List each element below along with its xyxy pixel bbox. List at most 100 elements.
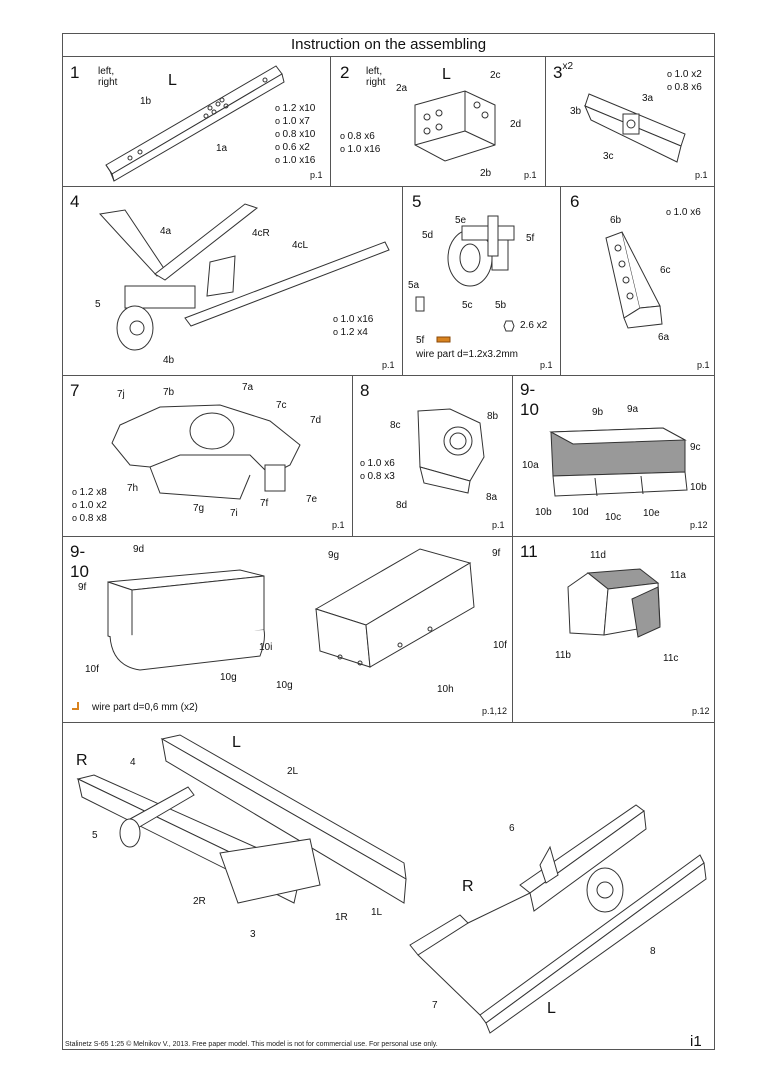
hood-drawing <box>567 568 661 638</box>
parts-list: 1.2 x8 1.0 x2 0.8 x8 <box>72 486 107 525</box>
part-qty: 0.8 x10 <box>275 128 316 141</box>
side-letter: L <box>547 1000 556 1017</box>
part-label: 5b <box>495 300 507 311</box>
frame-rail-drawing <box>105 65 285 182</box>
hex-nut-icon <box>503 320 515 332</box>
part-qty: 1.2 x4 <box>333 326 373 339</box>
part-label: 2c <box>490 70 501 81</box>
row-divider <box>62 375 715 376</box>
wire-part-icon <box>72 702 79 710</box>
page-title: Instruction on the assembling <box>62 33 715 57</box>
part-label: 10c <box>605 512 622 523</box>
step-number: 11 <box>520 542 538 561</box>
part-label: 2b <box>480 168 492 179</box>
part-label: 7e <box>306 494 318 505</box>
part-label: 9a <box>627 404 639 415</box>
page-ref: p.1 <box>697 360 710 370</box>
part-label: 4cR <box>252 228 270 239</box>
part-label: 10b <box>535 507 552 518</box>
step-subtitle: left, right <box>98 66 118 88</box>
page-ref: p.1 <box>524 170 537 180</box>
part-label: 9f <box>78 582 87 593</box>
part-label: 9g <box>328 550 340 561</box>
step-number: 5 <box>412 192 422 211</box>
part-qty: 0.8 x6 <box>667 81 702 94</box>
frame-right-assembly-drawing <box>409 804 707 1034</box>
part-qty: 1.0 x6 <box>666 206 701 219</box>
step-number: 6 <box>570 192 580 211</box>
step-number: 9-10 <box>520 380 539 419</box>
part-label: 11b <box>555 650 571 661</box>
step-number: 3x2 <box>553 61 574 82</box>
part-qty: 1.0 x16 <box>340 143 381 156</box>
part-label: 10i <box>259 642 273 653</box>
part-label: 10g <box>220 672 237 683</box>
part-label: 7d <box>310 415 322 426</box>
part-label: 7 <box>432 1000 438 1011</box>
part-label: 7i <box>230 508 238 519</box>
part-label: 5 <box>95 299 101 310</box>
step-subtitle: left, right <box>366 66 386 88</box>
step-number: 7 <box>70 381 80 400</box>
part-label: 10f <box>85 664 99 675</box>
part-qty: 0.8 x8 <box>72 512 107 525</box>
part-label: 6c <box>660 265 671 276</box>
part-label: 4a <box>160 226 172 237</box>
part-label: 6a <box>658 332 670 343</box>
part-label: 10a <box>522 460 539 471</box>
col-divider <box>352 375 353 536</box>
frame-cross-member-drawing <box>111 404 301 500</box>
part-label: 2L <box>287 766 299 777</box>
part-label: 9c <box>690 442 701 453</box>
col-divider <box>512 375 513 536</box>
part-label: 1R <box>335 912 348 923</box>
part-label: 11a <box>670 570 686 581</box>
part-label: 4 <box>130 757 136 768</box>
part-label: 5a <box>408 280 420 291</box>
tank-drawing <box>549 427 688 497</box>
part-label: 6b <box>610 215 622 226</box>
step-number: 8 <box>360 381 370 400</box>
tank-right-drawing <box>314 548 475 668</box>
part-label: 11c <box>663 653 679 664</box>
part-label: 7b <box>163 387 175 398</box>
wire-part-label: 5f <box>416 335 425 346</box>
mount-plate-drawing <box>417 408 485 494</box>
side-letter: L <box>442 66 451 83</box>
wire-part-icon <box>436 336 451 343</box>
step-number: 9-10 <box>70 542 89 581</box>
part-qty: 1.2 x10 <box>275 102 316 115</box>
part-qty: 1.0 x2 <box>72 499 107 512</box>
page-ref: p.1 <box>382 360 395 370</box>
parts-list: 1.0 x16 1.2 x4 <box>333 313 374 339</box>
row-divider <box>62 186 715 187</box>
parts-list: 1.0 x2 0.8 x6 <box>667 68 702 94</box>
part-qty: 0.8 x6 <box>340 130 380 143</box>
page-ref: p.1 <box>695 170 708 180</box>
part-label: 3c <box>603 151 614 162</box>
part-label: 9d <box>133 544 145 555</box>
part-label: 1a <box>216 143 228 154</box>
part-label: 5d <box>422 230 434 241</box>
parts-list: 1.0 x6 <box>666 206 701 219</box>
part-qty: 0.8 x3 <box>360 470 395 483</box>
part-label: 7a <box>242 382 254 393</box>
part-label: 10g <box>276 680 293 691</box>
col-divider <box>512 536 513 722</box>
part-label: 8a <box>486 492 498 503</box>
part-label: 1b <box>140 96 152 107</box>
parts-list: 1.2 x10 1.0 x7 0.8 x10 0.6 x2 1.0 x16 <box>275 102 316 167</box>
part-label: 10h <box>437 684 454 695</box>
part-qty: 1.0 x2 <box>667 68 702 81</box>
part-label: 10b <box>690 482 707 493</box>
gusset-drawing <box>605 231 663 329</box>
part-label: 6 <box>509 823 515 834</box>
side-letter: L <box>168 72 177 89</box>
copyright-footer: Stalinetz S-65 1:25 © Melnikov V., 2013.… <box>65 1041 438 1048</box>
part-label: 1L <box>371 907 383 918</box>
part-qty: 1.0 x16 <box>333 313 374 326</box>
part-label: 5e <box>455 215 467 226</box>
wire-part-note: wire part d=1.2x3.2mm <box>416 349 518 360</box>
page-ref: p.1 <box>332 520 345 530</box>
part-label: 3 <box>250 929 256 940</box>
